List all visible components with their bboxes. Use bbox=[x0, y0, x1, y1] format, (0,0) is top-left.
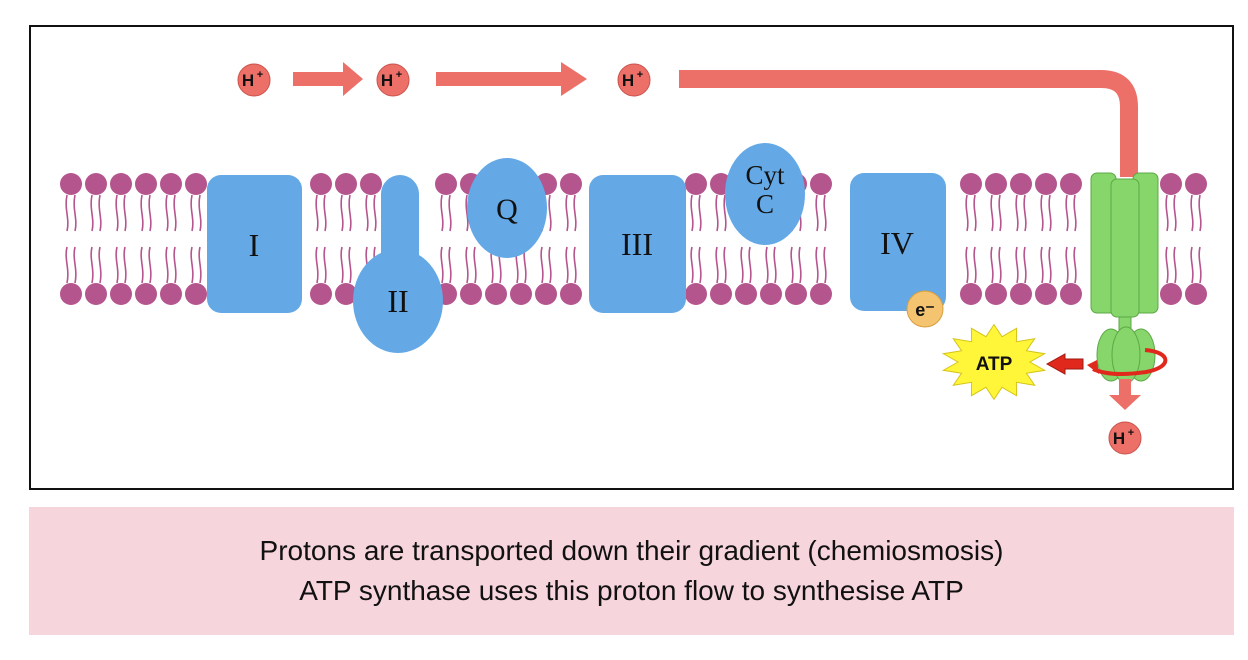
cytochrome-c: Cyt C bbox=[725, 143, 805, 245]
phospholipid bbox=[559, 172, 583, 306]
phospholipid bbox=[959, 172, 983, 306]
svg-text:II: II bbox=[387, 283, 408, 319]
atp-output-arrow-icon bbox=[1045, 353, 1084, 375]
electron-transport-chain-diagram: H + H + H + I II Q bbox=[59, 62, 1208, 455]
atp-star-icon: ATP bbox=[941, 323, 1047, 401]
phospholipid bbox=[109, 172, 133, 306]
proton-icon: H + bbox=[237, 63, 271, 97]
diagram-frame: H + H + H + I II Q bbox=[29, 25, 1234, 490]
phospholipid bbox=[984, 172, 1008, 306]
svg-text:+: + bbox=[637, 69, 643, 81]
proton-flow-arrow-2 bbox=[436, 62, 587, 96]
svg-text:+: + bbox=[257, 69, 263, 81]
phospholipid bbox=[134, 172, 158, 306]
svg-text:I: I bbox=[249, 227, 260, 263]
phospholipid bbox=[1034, 172, 1058, 306]
phospholipid bbox=[1159, 172, 1183, 306]
svg-text:ATP: ATP bbox=[976, 354, 1013, 375]
svg-text:H: H bbox=[381, 71, 393, 90]
svg-text:+: + bbox=[1128, 427, 1134, 439]
caption-box: Protons are transported down their gradi… bbox=[29, 507, 1234, 635]
atp-synthase bbox=[1090, 172, 1159, 384]
complex-iii: III bbox=[589, 175, 686, 313]
complex-ii: II bbox=[353, 175, 443, 353]
complex-i: I bbox=[207, 175, 302, 313]
phospholipid bbox=[1009, 172, 1033, 306]
proton-channel-arrow bbox=[679, 70, 1138, 177]
phospholipid bbox=[159, 172, 183, 306]
phospholipid bbox=[809, 172, 833, 306]
svg-text:H: H bbox=[242, 71, 254, 90]
phospholipid bbox=[184, 172, 208, 306]
proton-icon: H + bbox=[617, 63, 651, 97]
proton-icon: H + bbox=[376, 63, 410, 97]
proton-flow-arrow-1 bbox=[293, 62, 363, 96]
svg-text:e⁻: e⁻ bbox=[915, 300, 935, 320]
svg-text:Cyt: Cyt bbox=[745, 160, 785, 190]
proton-exit-arrow bbox=[1109, 379, 1141, 410]
complex-iv: IV bbox=[850, 173, 946, 311]
phospholipid bbox=[309, 172, 333, 306]
quinone-q: Q bbox=[467, 158, 547, 258]
proton-icon: H + bbox=[1108, 421, 1142, 455]
svg-text:H: H bbox=[1113, 429, 1125, 448]
phospholipid bbox=[684, 172, 708, 306]
svg-text:IV: IV bbox=[880, 225, 914, 261]
phospholipid bbox=[84, 172, 108, 306]
svg-text:+: + bbox=[396, 69, 402, 81]
electron-icon: e⁻ bbox=[906, 290, 944, 328]
svg-text:Q: Q bbox=[496, 193, 518, 226]
svg-text:III: III bbox=[621, 226, 653, 262]
caption-line-2: ATP synthase uses this proton flow to sy… bbox=[299, 575, 964, 606]
rotation-arrow-icon bbox=[1087, 348, 1168, 376]
phospholipid bbox=[59, 172, 83, 306]
svg-text:C: C bbox=[756, 189, 774, 219]
caption-line-1: Protons are transported down their gradi… bbox=[259, 535, 1004, 566]
phospholipid bbox=[1184, 172, 1208, 306]
phospholipid bbox=[334, 172, 358, 306]
phospholipid bbox=[1059, 172, 1083, 306]
svg-text:H: H bbox=[622, 71, 634, 90]
